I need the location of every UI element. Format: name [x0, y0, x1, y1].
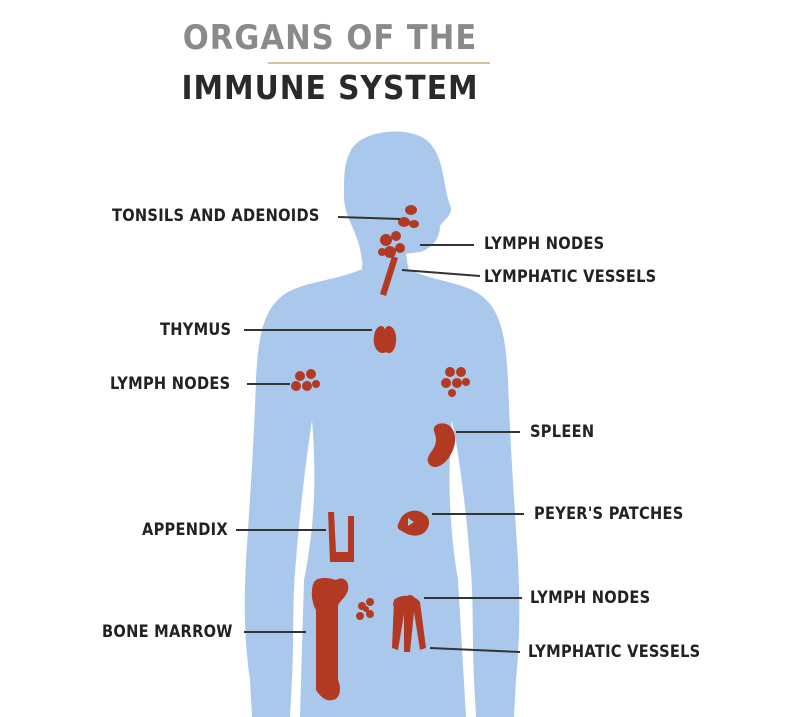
leader-lines [236, 216, 524, 653]
label-thymus: THYMUS [160, 320, 232, 340]
leg-lymphatic-vessels-organ [392, 595, 426, 652]
diagram-title-line-1: ORGANS OF THE [182, 18, 478, 58]
leader-tonsils [337, 216, 401, 220]
right-armpit-lymph-nodes-organ [441, 367, 470, 397]
leader-vessels-leg [429, 647, 521, 653]
label-peyers-patches: PEYER'S PATCHES [534, 504, 684, 524]
peyers-patches-organ [397, 510, 430, 536]
spleen-organ [427, 423, 456, 467]
label-lymph-nodes-arm: LYMPH NODES [110, 374, 231, 394]
leader-vessels-neck [401, 269, 481, 277]
appendix-organ [328, 512, 354, 562]
label-appendix: APPENDIX [142, 520, 228, 540]
label-spleen: SPLEEN [530, 422, 595, 442]
title-underline [268, 62, 490, 64]
label-bone-marrow: BONE MARROW [102, 622, 233, 642]
neck-lymph-nodes-organ [378, 231, 405, 258]
label-lymphatic-vessels-leg: LYMPHATIC VESSELS [528, 642, 701, 662]
groin-lymph-nodes-organ [356, 598, 374, 620]
bone-marrow-organ [311, 578, 349, 701]
head [344, 131, 451, 262]
neck-lymphatic-vessels-organ [380, 256, 398, 296]
label-lymph-nodes-groin: LYMPH NODES [530, 588, 651, 608]
left-armpit-lymph-nodes-organ [291, 369, 320, 391]
diagram-title-line-2: IMMUNE SYSTEM [181, 68, 479, 107]
tonsils-adenoids-organ [398, 205, 419, 228]
thymus-organ [373, 326, 397, 354]
label-tonsils-and-adenoids: TONSILS AND ADENOIDS [112, 206, 320, 226]
label-lymphatic-vessels-neck: LYMPHATIC VESSELS [484, 267, 657, 287]
organs [291, 205, 470, 701]
label-lymph-nodes-neck: LYMPH NODES [484, 234, 605, 254]
